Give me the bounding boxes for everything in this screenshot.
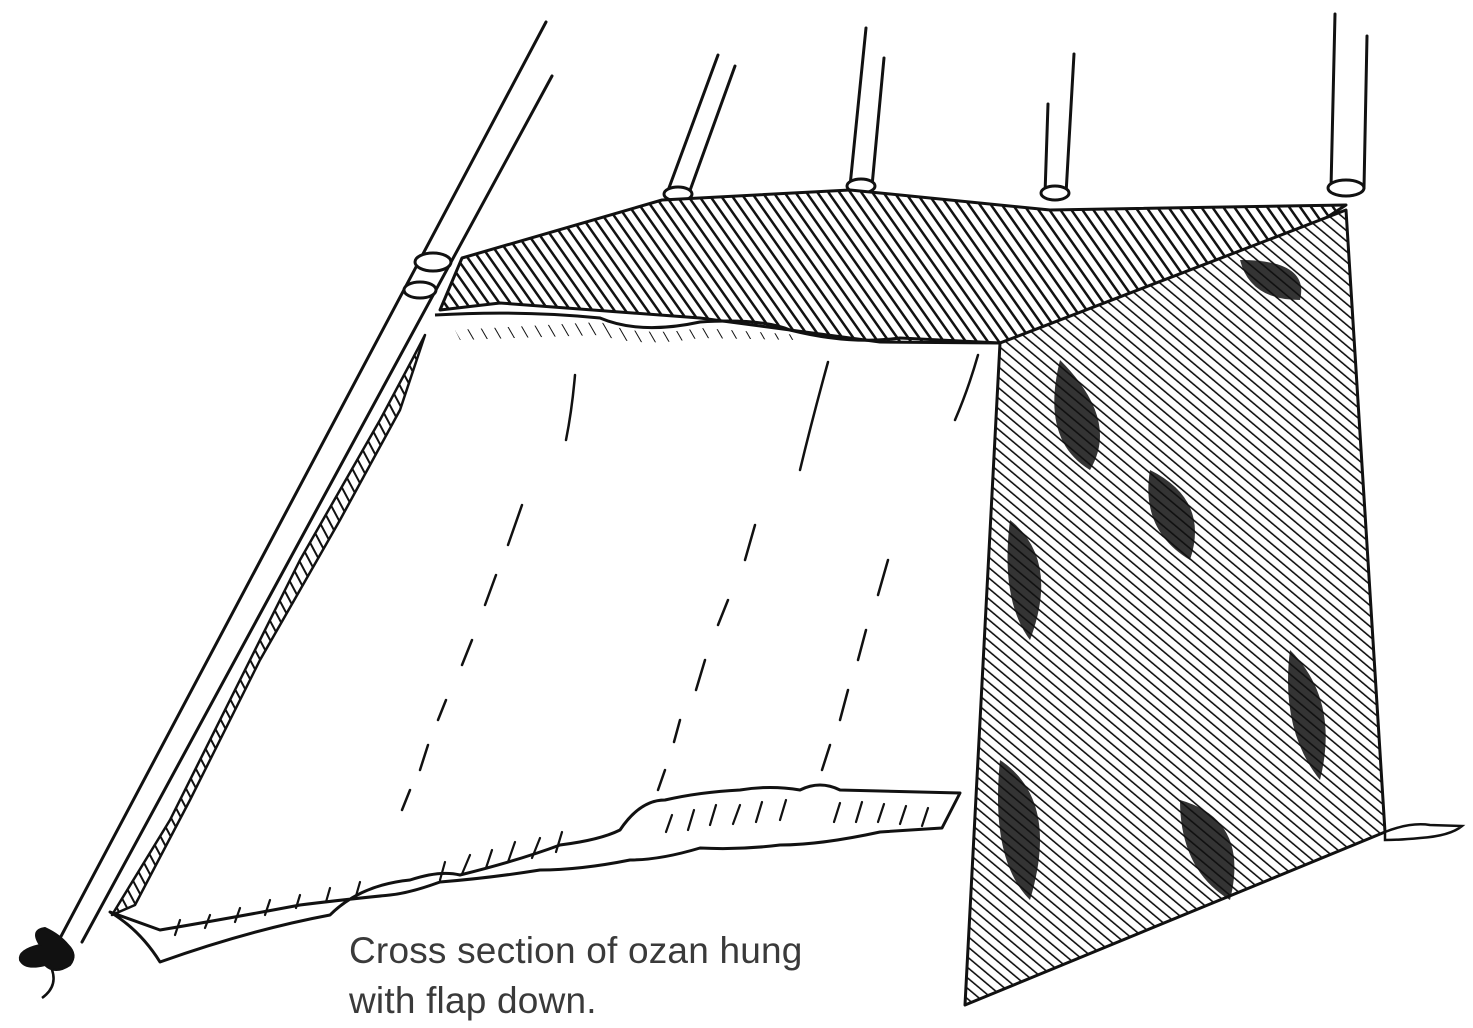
- pole-left-b: [82, 76, 552, 942]
- pole-3a: [850, 28, 866, 186]
- pole-4a: [1045, 104, 1048, 194]
- pole-2b: [688, 66, 735, 196]
- right-flap-tie: [1385, 824, 1462, 840]
- pole-4b: [1066, 54, 1074, 194]
- ozan-peg-knot: [20, 928, 74, 970]
- pole-3b: [872, 58, 884, 186]
- pole-5b: [1364, 36, 1367, 188]
- left-side-curtain: [112, 335, 425, 915]
- hanging-fabric-folds: [402, 355, 978, 810]
- figure-caption: Cross section of ozan hung with flap dow…: [349, 926, 909, 1026]
- caption-line-1: Cross section of ozan hung: [349, 926, 909, 976]
- pole-2a: [666, 55, 718, 196]
- pole-left-a: [58, 22, 546, 942]
- caption-line-2: with flap down.: [349, 976, 909, 1026]
- ozan-peg-tail: [42, 965, 54, 998]
- pole-5a: [1331, 14, 1335, 188]
